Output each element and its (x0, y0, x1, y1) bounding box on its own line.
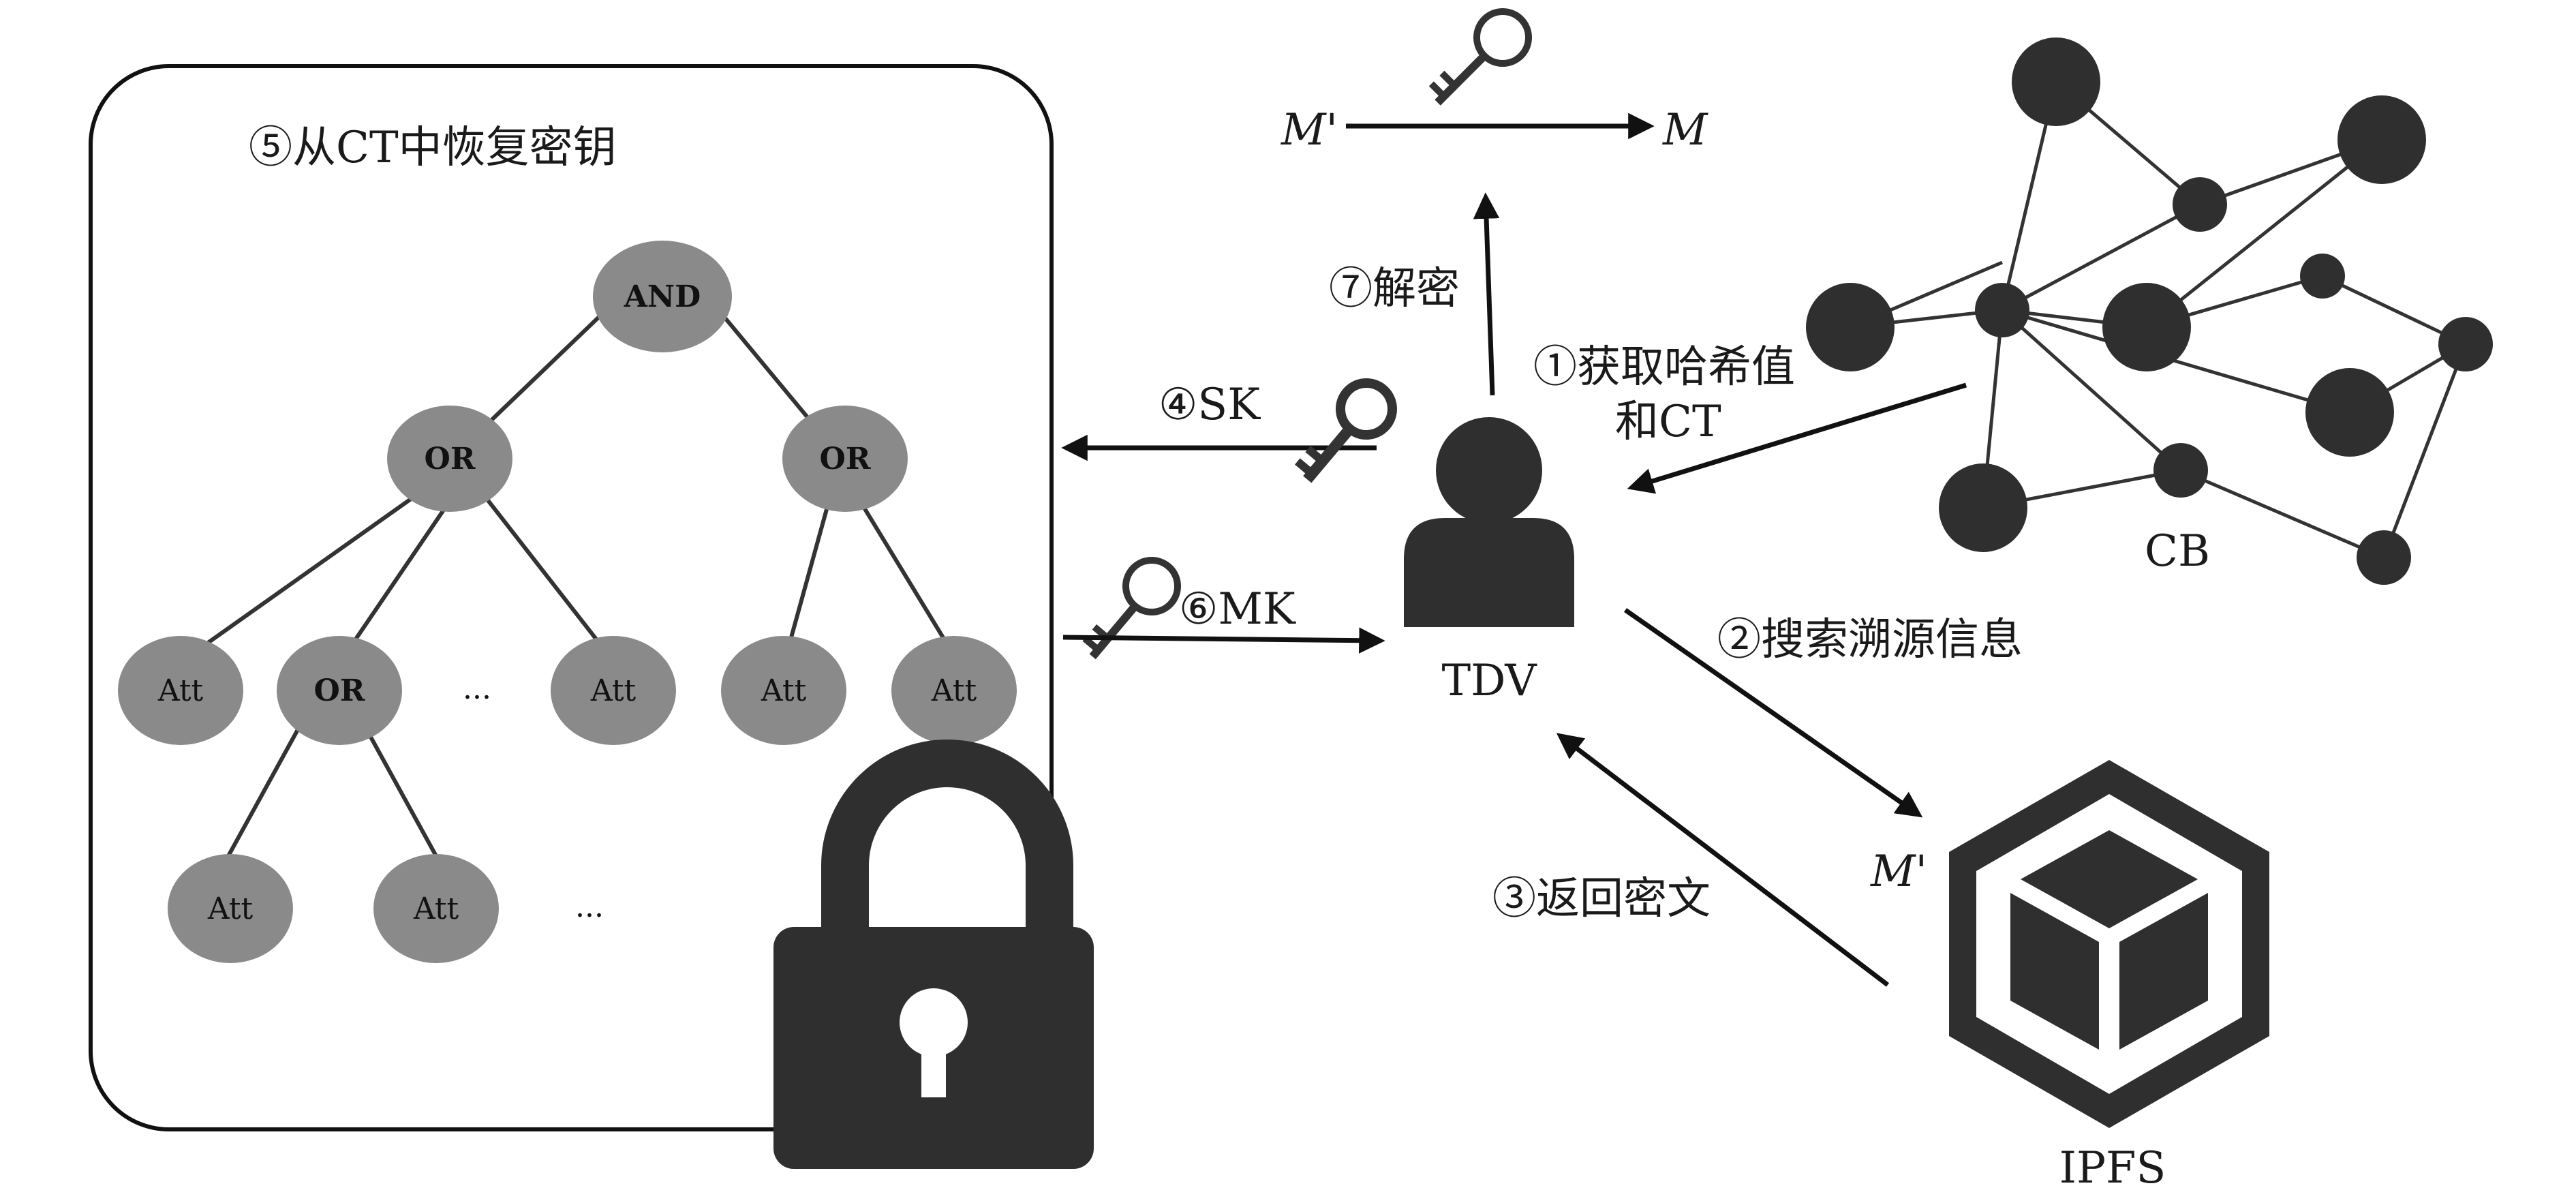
tree-node-att-6: Att (373, 854, 499, 963)
access-policy-box (89, 64, 1054, 1131)
ipfs-cube-icon (1949, 760, 2269, 1128)
svg-text:OR: OR (314, 673, 365, 708)
svg-text:OR: OR (425, 442, 476, 476)
sk-key-icon (1294, 378, 1397, 483)
step1-label-line2: 和CT (1615, 397, 1721, 447)
step2-label: ②搜索溯源信息 (1717, 615, 2023, 665)
svg-text:OR: OR (820, 442, 871, 476)
svg-text:Att: Att (761, 673, 807, 708)
tree-ellipsis-2: ... (575, 889, 604, 924)
tree-node-and: AND (593, 241, 732, 352)
svg-text:Att: Att (413, 892, 459, 926)
svg-text:Att: Att (931, 673, 977, 708)
tree-ellipsis-1: ... (463, 671, 491, 706)
step7-label: ⑦解密 (1329, 264, 1460, 314)
blockchain-network (1806, 37, 2493, 585)
key-icon (1428, 8, 1532, 106)
step5-label: ⑤从CT中恢复密钥 (249, 123, 617, 173)
tree-node-or-sub: OR (277, 636, 402, 745)
svg-text:Att: Att (157, 673, 204, 708)
m-top-label: M (1662, 105, 1708, 155)
step4-label: ④SK (1159, 380, 1261, 430)
tree-node-att-3: Att (721, 636, 846, 745)
step2-arrow (1623, 608, 1923, 818)
cb-label: CB (2145, 526, 2210, 577)
step7-arrow (1473, 192, 1500, 396)
svg-text:Att: Att (590, 673, 637, 708)
ipfs-label: IPFS (2059, 1143, 2166, 1188)
step1-label-line1: ①获取哈希值 (1533, 342, 1795, 393)
lock-icon (773, 740, 1094, 1169)
mk-key-icon (1082, 557, 1181, 660)
user-icon (1404, 417, 1574, 627)
tree-node-or-right: OR (782, 406, 908, 512)
m-prime-ipfs-label: M' (1870, 847, 1927, 897)
tree-node-att-2: Att (551, 636, 676, 745)
tdv-label: TDV (1441, 656, 1537, 706)
svg-text:AND: AND (624, 279, 701, 314)
step1-arrow (1627, 382, 1967, 494)
step3-arrow (1556, 733, 1890, 987)
tree-node-att-1: Att (118, 636, 243, 745)
mk-arrow (1062, 627, 1385, 654)
m-prime-top-label: M' (1281, 105, 1338, 155)
tree-node-att-4: Att (891, 636, 1017, 745)
tree-node-att-5: Att (168, 854, 293, 963)
svg-text:Att: Att (207, 892, 254, 926)
step6-label: ⑥MK (1179, 584, 1296, 635)
tree-edges (176, 298, 962, 864)
step3-label: ③返回密文 (1492, 874, 1711, 924)
tree-node-or-left: OR (387, 406, 512, 512)
